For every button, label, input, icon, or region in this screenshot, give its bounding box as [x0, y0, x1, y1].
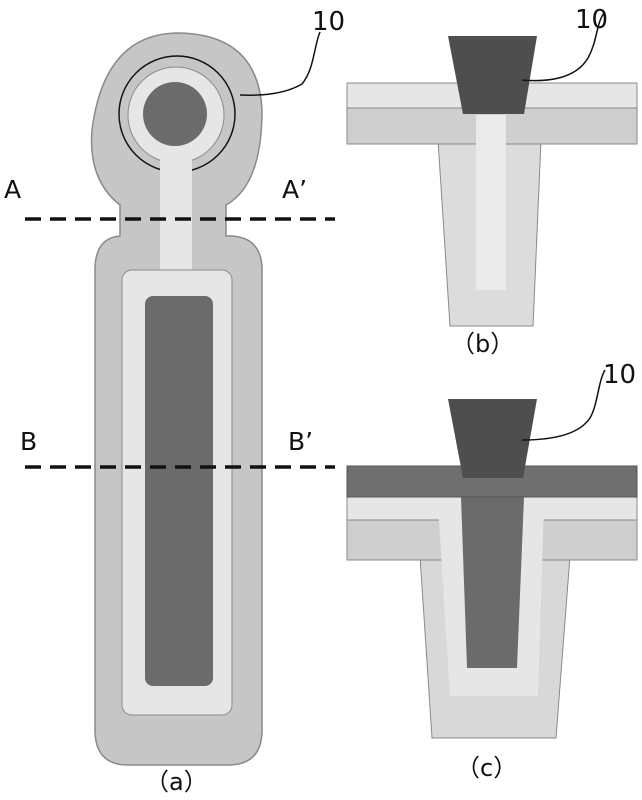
section-b-conductor [476, 115, 506, 290]
light-neck [160, 145, 192, 280]
cross-section-c [346, 399, 638, 739]
section-c-plug [448, 399, 537, 478]
section-b-plug [448, 36, 537, 114]
reference-number-a: 10 [312, 7, 345, 37]
leader-line-a [239, 31, 321, 96]
reference-number-c: 10 [603, 360, 636, 390]
section-label-a: A [4, 175, 21, 204]
leader-line-b [521, 11, 606, 82]
section-label-b-prime: B’ [288, 427, 313, 456]
cross-section-b [346, 36, 638, 327]
reference-number-b: 10 [575, 5, 608, 35]
section-label-b: B [20, 427, 37, 456]
section-c-core [461, 497, 524, 668]
body-core [145, 296, 213, 686]
pad-core [143, 82, 207, 146]
top-view-a [90, 32, 263, 766]
leader-line-c [521, 369, 606, 441]
section-label-a-prime: A’ [282, 175, 307, 204]
caption-a: （a） [145, 768, 208, 796]
caption-c: （c） [456, 754, 517, 782]
caption-b: （b） [451, 330, 514, 358]
